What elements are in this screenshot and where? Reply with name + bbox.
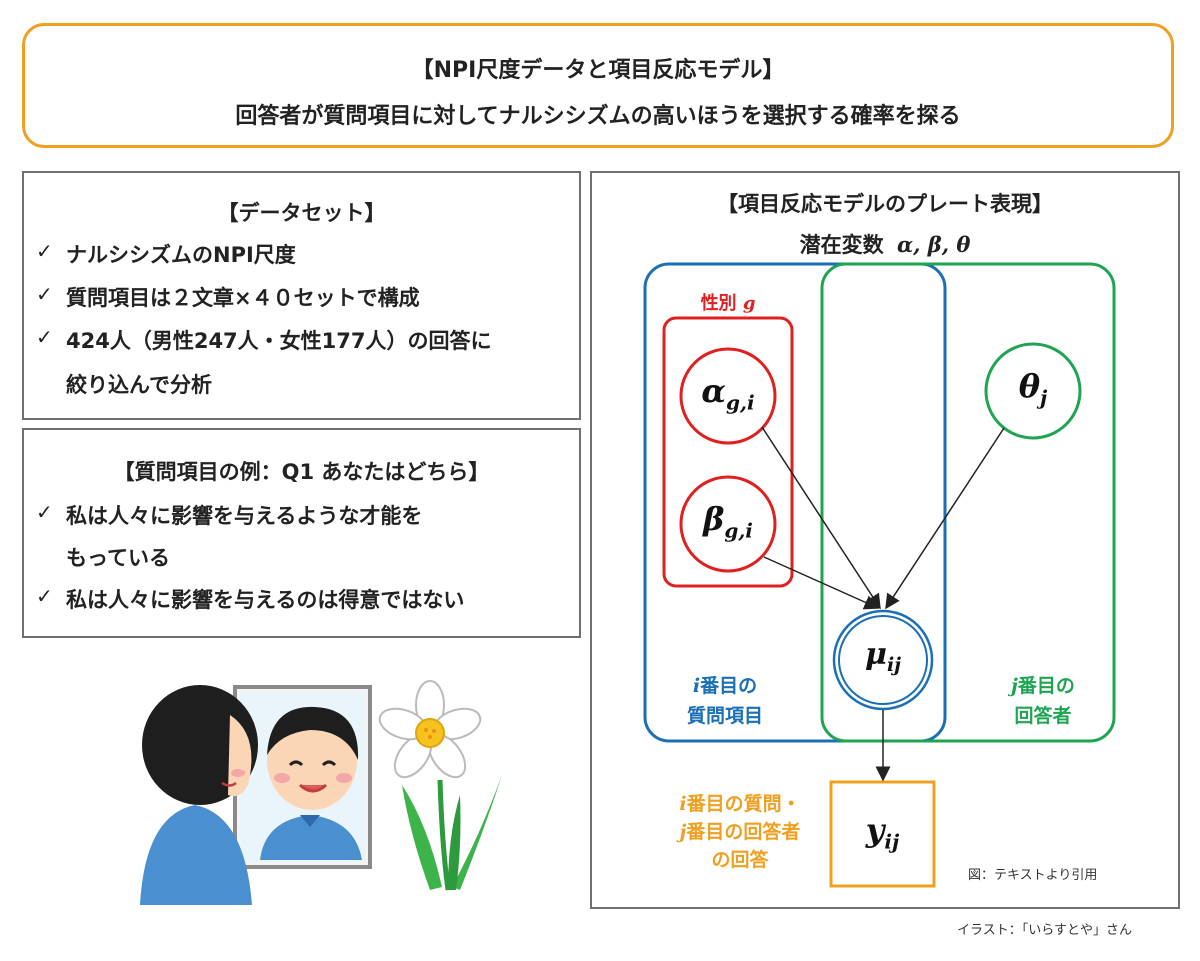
question-title: 【質問項目の例：Q1 あなたはどちら】 <box>113 460 490 484</box>
alpha-node <box>679 347 777 445</box>
theta-symbol: θ <box>1018 367 1041 405</box>
model-title: 【項目反応モデルのプレート表現】 <box>717 192 1053 216</box>
item-label-line1: 番目の <box>700 675 758 697</box>
dataset-item-3-line2: 絞り込んで分析 <box>66 373 212 397</box>
beta-subscript: g,i <box>724 518 753 543</box>
figure-source-caption: 図：テキストより引用 <box>968 868 1098 883</box>
observed-label: i番目の質問・ j番目の回答者 の回答 <box>655 790 825 874</box>
observed-j-index: j <box>679 821 687 843</box>
respondent-plate <box>820 262 1116 743</box>
narcissus-illustration <box>140 680 502 905</box>
latent-variables: 潜在変数 α, β, θ <box>590 229 1180 259</box>
gender-index: g <box>742 293 756 314</box>
mu-symbol: μ <box>864 637 887 672</box>
y-symbol: y <box>865 811 885 849</box>
y-node <box>829 780 936 888</box>
item-label-line2: 質問項目 <box>686 705 763 727</box>
gender-plate <box>662 316 794 588</box>
check-icon: ✓ <box>36 325 53 349</box>
y-subscript: ij <box>884 829 900 854</box>
flower-icon <box>378 680 482 779</box>
item-plate <box>643 262 947 743</box>
dataset-item-3-line1: 424人（男性247人・女性177人）の回答に <box>66 329 492 353</box>
dataset-panel: 【データセット】 ✓ ナルシシズムのNPI尺度 ✓ 質問項目は２文章×４０セット… <box>22 171 581 420</box>
dataset-item-1: ナルシシズムのNPI尺度 <box>66 243 296 267</box>
alpha-subscript: g,i <box>726 390 755 415</box>
dataset-title: 【データセット】 <box>217 201 386 225</box>
question-item-2: 私は人々に影響を与えるのは得意ではない <box>66 588 465 612</box>
latent-symbols: α, β, θ <box>896 232 971 257</box>
respondent-label-line1: 番目の <box>1017 675 1075 697</box>
observed-line1: 番目の質問・ <box>686 793 801 815</box>
question-item-1-line2: もっている <box>66 546 170 570</box>
alpha-label: αg,i <box>681 372 775 414</box>
beta-label: βg,i <box>681 500 775 542</box>
theta-node <box>984 342 1082 440</box>
header-box: 【NPI尺度データと項目反応モデル】 回答者が質問項目に対してナルシシズムの高い… <box>22 23 1174 148</box>
header-title: 【NPI尺度データと項目反応モデル】 <box>411 58 785 83</box>
check-icon: ✓ <box>36 584 53 608</box>
observed-line3: の回答 <box>711 849 769 871</box>
observed-i-index: i <box>679 793 687 815</box>
mu-label: μij <box>834 637 932 676</box>
respondent-index: j <box>1011 675 1018 697</box>
gender-label-text: 性別 <box>700 293 737 314</box>
gender-plate-label: 性別 g <box>664 289 792 315</box>
y-label: yij <box>831 811 934 853</box>
beta-node <box>679 475 777 573</box>
check-icon: ✓ <box>36 239 53 263</box>
theta-label: θj <box>986 367 1080 409</box>
header-subtitle: 回答者が質問項目に対してナルシシズムの高いほうを選択する確率を探る <box>235 104 961 129</box>
check-icon: ✓ <box>36 500 53 524</box>
latent-label: 潜在変数 <box>799 233 884 257</box>
question-item-1-line1: 私は人々に影響を与えるような才能を <box>66 504 423 528</box>
respondent-plate-label: j番目の 回答者 <box>978 671 1108 731</box>
mu-node <box>832 609 934 711</box>
alpha-symbol: α <box>701 372 727 410</box>
respondent-label-line2: 回答者 <box>1014 705 1072 727</box>
theta-to-mu-arrow <box>885 427 1005 610</box>
question-panel: 【質問項目の例：Q1 あなたはどちら】 ✓ 私は人々に影響を与えるような才能を … <box>22 428 581 638</box>
observed-line2: 番目の回答者 <box>686 821 801 843</box>
beta-to-mu-arrow <box>763 556 880 610</box>
check-icon: ✓ <box>36 282 53 306</box>
dataset-item-2: 質問項目は２文章×４０セットで構成 <box>66 286 420 310</box>
item-index: i <box>692 675 701 697</box>
theta-subscript: j <box>1040 385 1048 410</box>
mu-subscript: ij <box>886 654 902 676</box>
item-plate-label: i番目の 質問項目 <box>660 671 790 731</box>
alpha-to-mu-arrow <box>761 426 881 610</box>
beta-symbol: β <box>703 500 725 538</box>
illustration-credit: イラスト：「いらすとや」さん <box>957 923 1132 938</box>
